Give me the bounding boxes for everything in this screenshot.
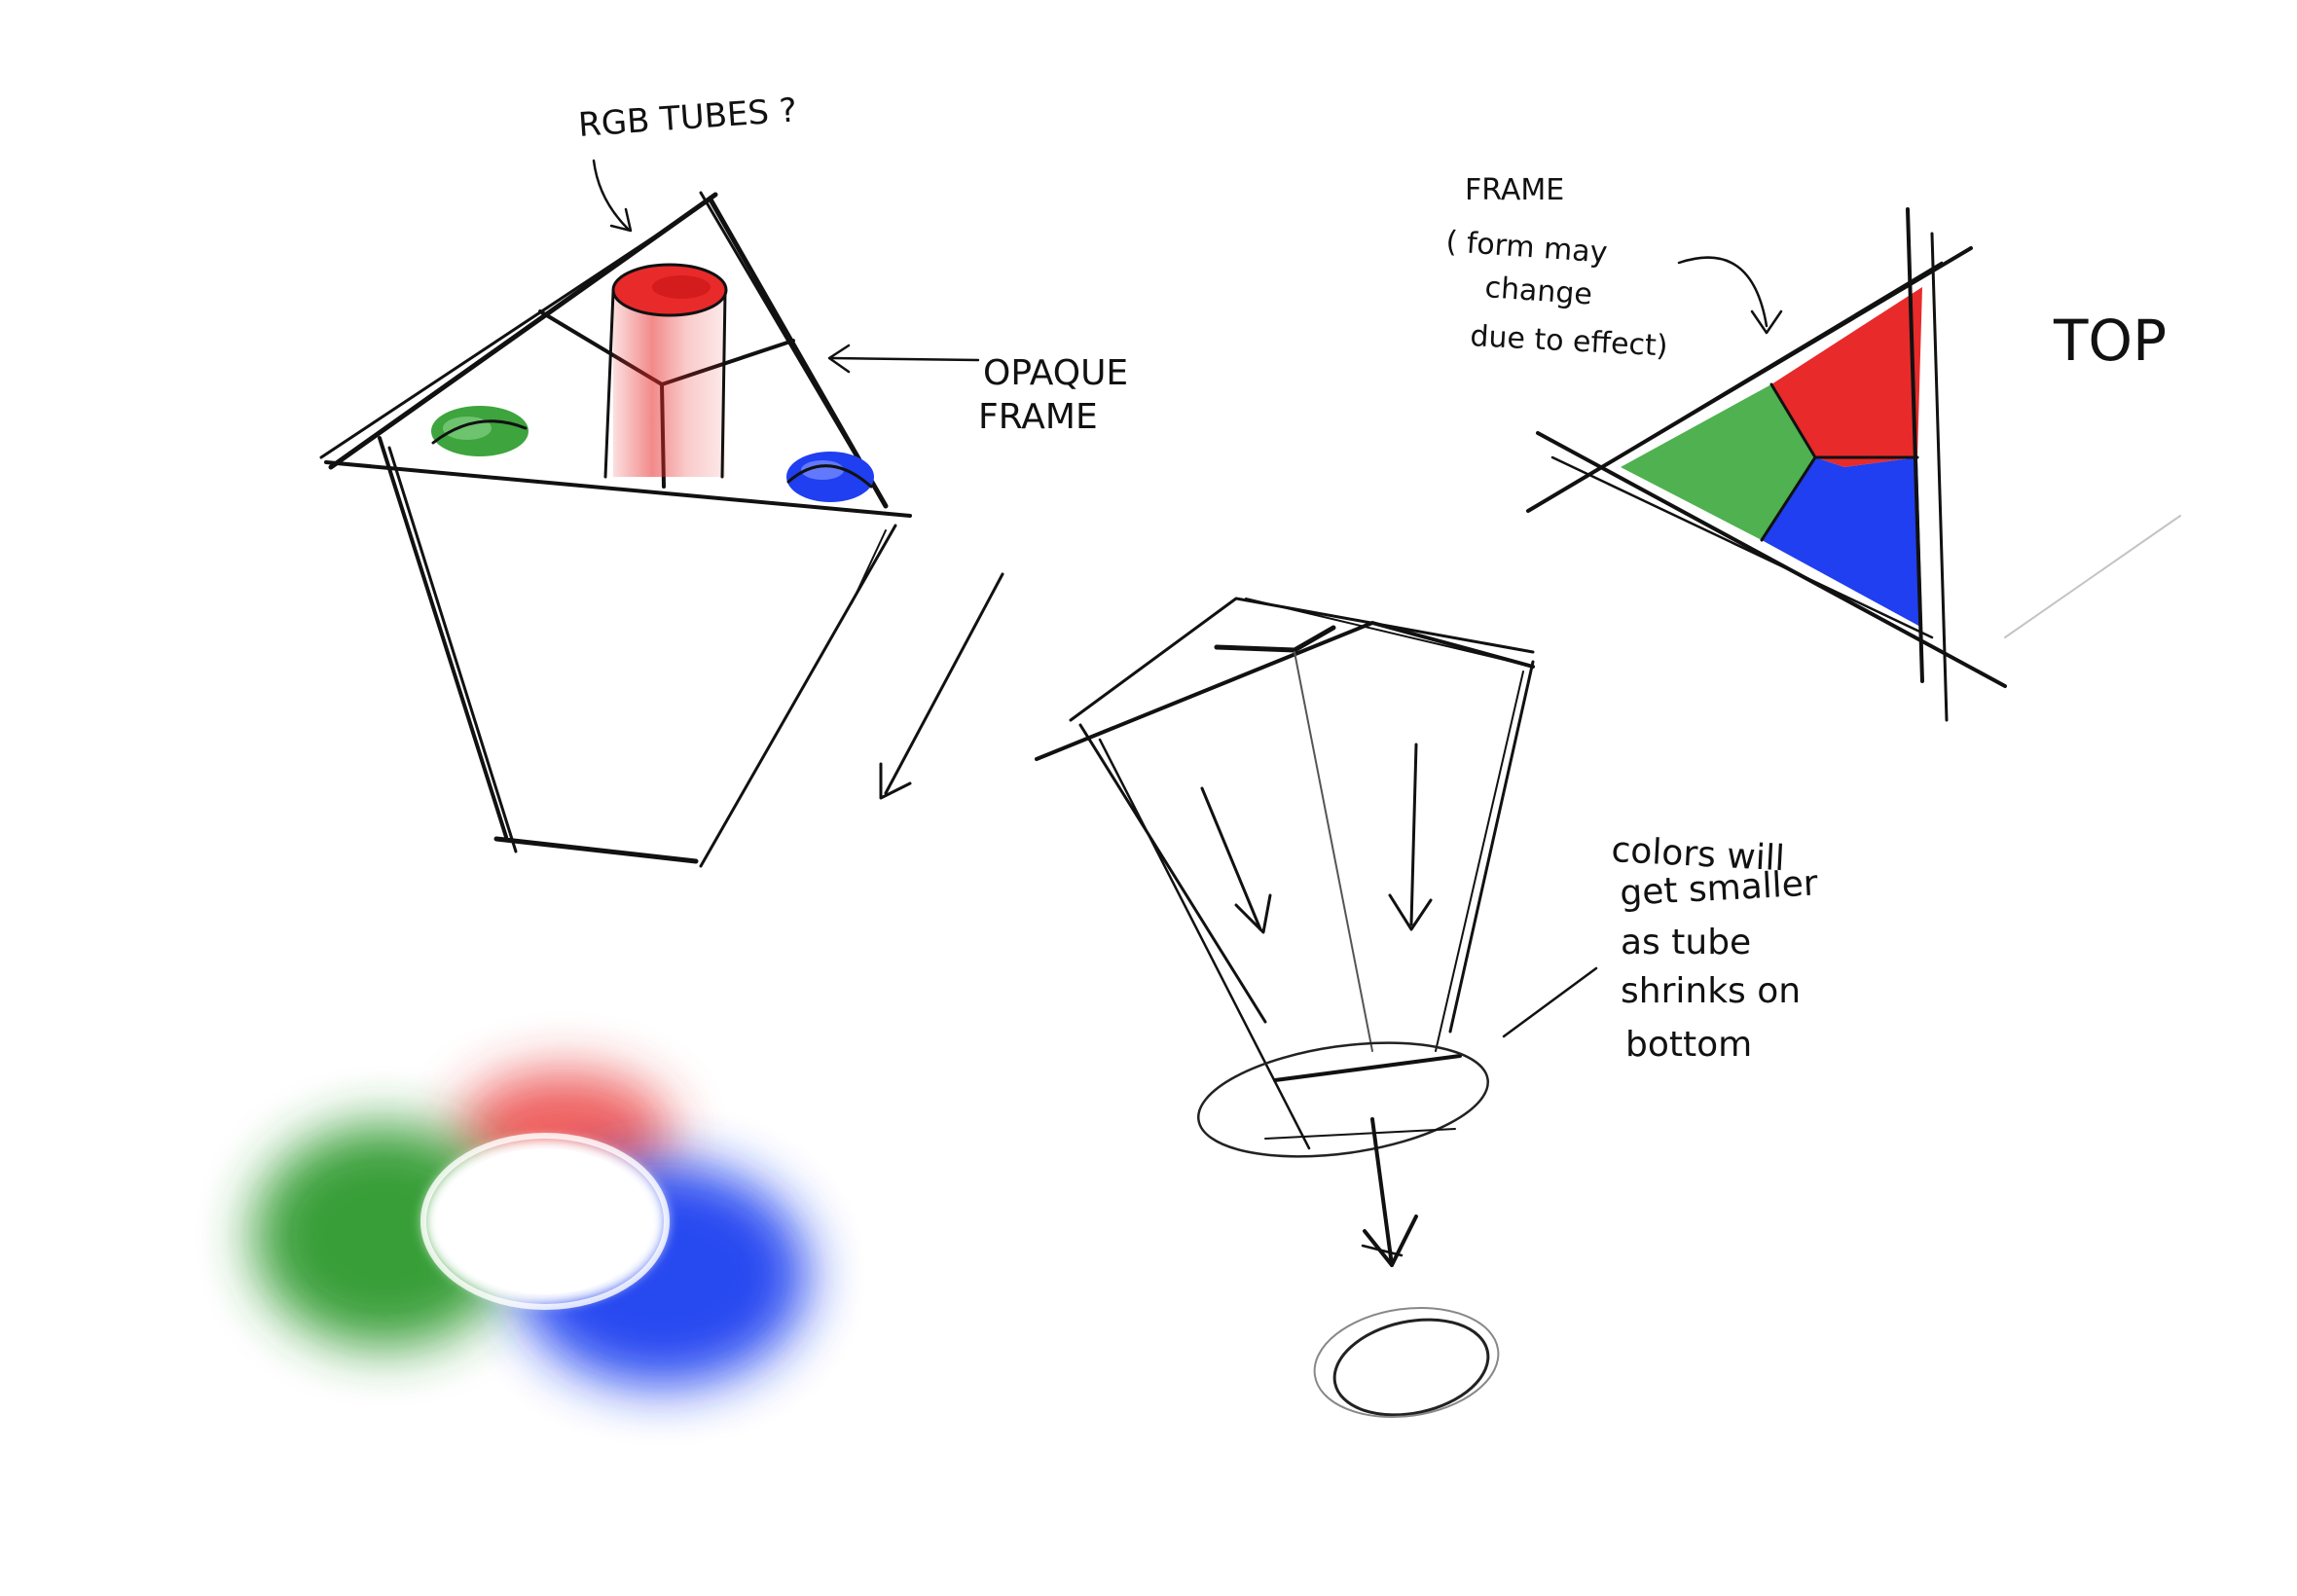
lamp-sketch-center <box>1035 597 1598 1419</box>
colors-note-line3: as tube <box>1621 923 1751 962</box>
red-segment <box>1771 287 1922 467</box>
top-view-label: TOP <box>2053 308 2167 374</box>
opaque-frame-label-line1: OPAQUE <box>983 353 1128 393</box>
rgb-light-mix <box>253 1070 808 1387</box>
colors-note-line1: colors will <box>1611 830 1786 879</box>
lamp-sketch-left <box>319 159 1004 868</box>
green-segment <box>1621 384 1815 540</box>
frame-note-line2: change <box>1483 271 1593 312</box>
green-tube <box>431 406 529 456</box>
colors-note-line4: shrinks on <box>1621 971 1801 1011</box>
red-tube <box>603 263 728 479</box>
top-view-sketch <box>1526 207 2181 722</box>
annotations: RGB TUBES ? OPAQUE FRAME FRAME ( form ma… <box>577 91 2167 1065</box>
frame-note-line1: ( form may <box>1444 225 1608 271</box>
colors-note-line5: bottom <box>1625 1025 1752 1065</box>
rgb-tubes-label: RGB TUBES ? <box>577 91 798 145</box>
opaque-frame-label-line2: FRAME <box>978 397 1098 437</box>
blue-tube <box>786 452 874 502</box>
blue-segment <box>1762 457 1922 628</box>
frame-title-label: FRAME <box>1465 173 1564 207</box>
frame-note-line3: due to effect) <box>1470 319 1669 364</box>
